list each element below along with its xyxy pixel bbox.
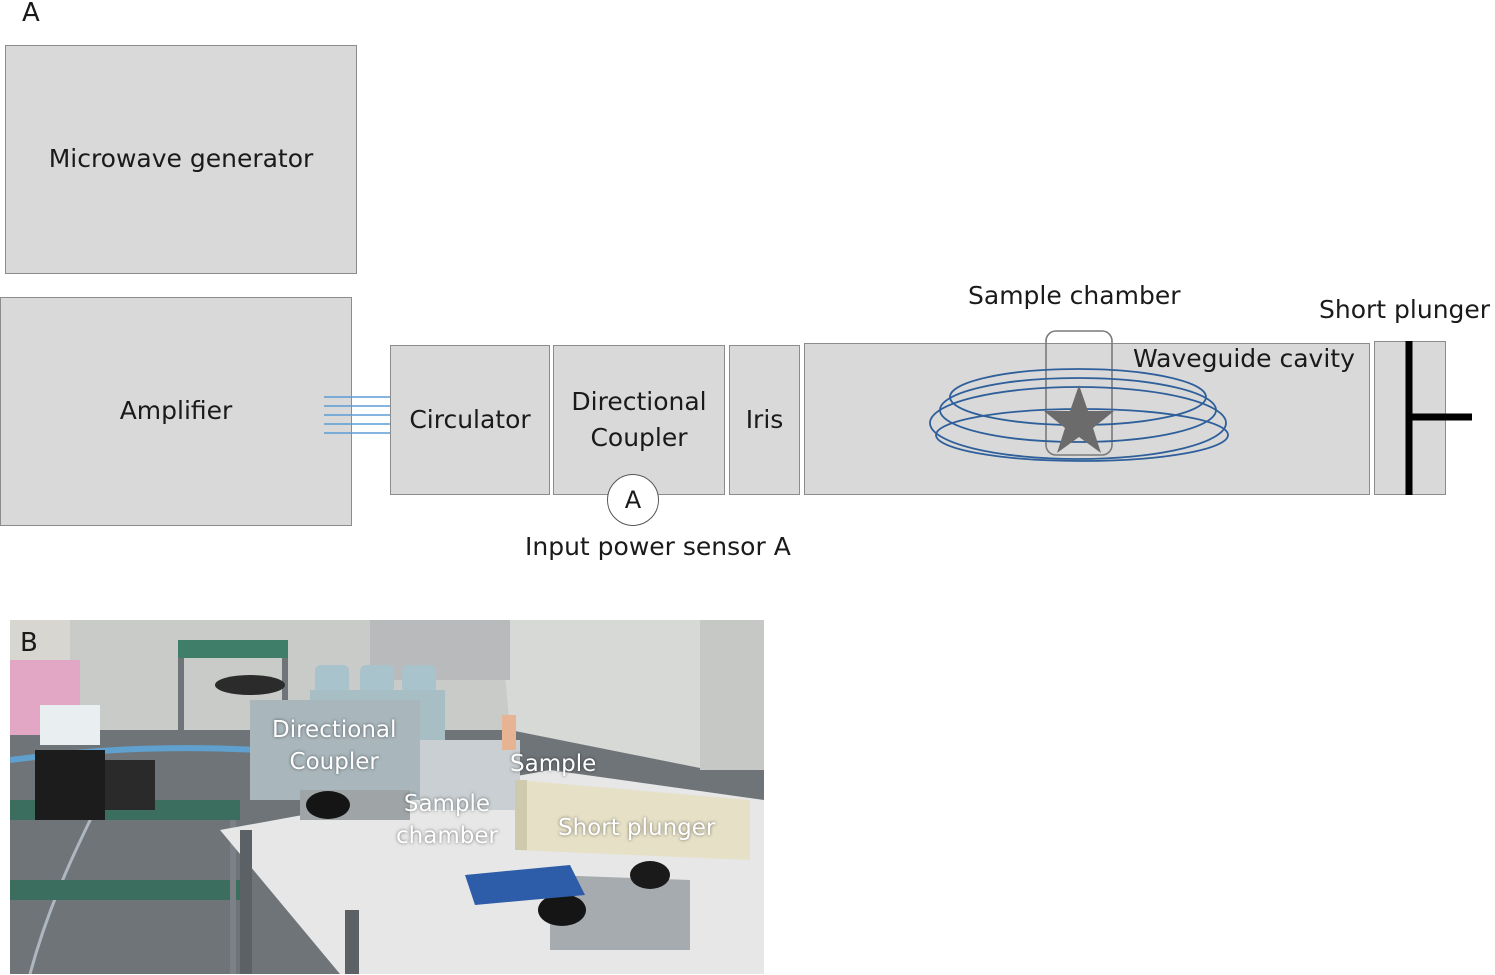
amplifier-box: Amplifier — [0, 297, 352, 526]
panel-b-letter: B — [20, 628, 38, 658]
lab-photo — [10, 620, 764, 974]
photo-label-directional-coupler: Directional Coupler — [272, 714, 396, 778]
short-plunger-label: Short plunger — [1319, 295, 1491, 324]
sample-chamber-graphic — [929, 330, 1229, 462]
plunger-rod-icon — [1405, 341, 1472, 495]
photo-label-sc-line1: Sample — [403, 791, 491, 817]
waveguide-cavity-label: Waveguide cavity — [1133, 344, 1355, 373]
directional-coupler-box: Directional Coupler — [553, 345, 725, 495]
sensor-letter: A — [624, 486, 642, 514]
directional-coupler-label-line2: Coupler — [590, 423, 688, 452]
directional-coupler-label-line1: Directional — [571, 386, 707, 416]
photo-label-short-plunger: Short plunger — [558, 815, 716, 841]
amplifier-label: Amplifier — [119, 396, 233, 426]
photo-label-dc-line1: Directional — [272, 717, 397, 743]
microwave-generator-label: Microwave generator — [48, 144, 314, 174]
photo-panel-b: B Directional Coupler Sample Sample cham… — [10, 620, 764, 974]
panel-a-letter: A — [22, 0, 40, 28]
sample-star-icon — [1044, 385, 1114, 453]
iris-label: Iris — [745, 404, 784, 434]
circulator-label: Circulator — [409, 404, 531, 434]
photo-label-dc-line2: Coupler — [289, 749, 379, 776]
photo-label-sample: Sample — [510, 751, 597, 777]
photo-label-sample-chamber: Sample chamber — [396, 788, 498, 852]
iris-box: Iris — [729, 345, 800, 495]
sample-chamber-outline — [1045, 330, 1113, 456]
photo-label-sc-line2: chamber — [396, 823, 498, 850]
circulator-box: Circulator — [390, 345, 550, 495]
input-power-sensor-label: Input power sensor A — [525, 532, 791, 561]
microwave-generator-box: Microwave generator — [5, 45, 357, 274]
input-power-sensor-icon: A — [607, 474, 659, 526]
sample-chamber-label: Sample chamber — [968, 281, 1181, 310]
